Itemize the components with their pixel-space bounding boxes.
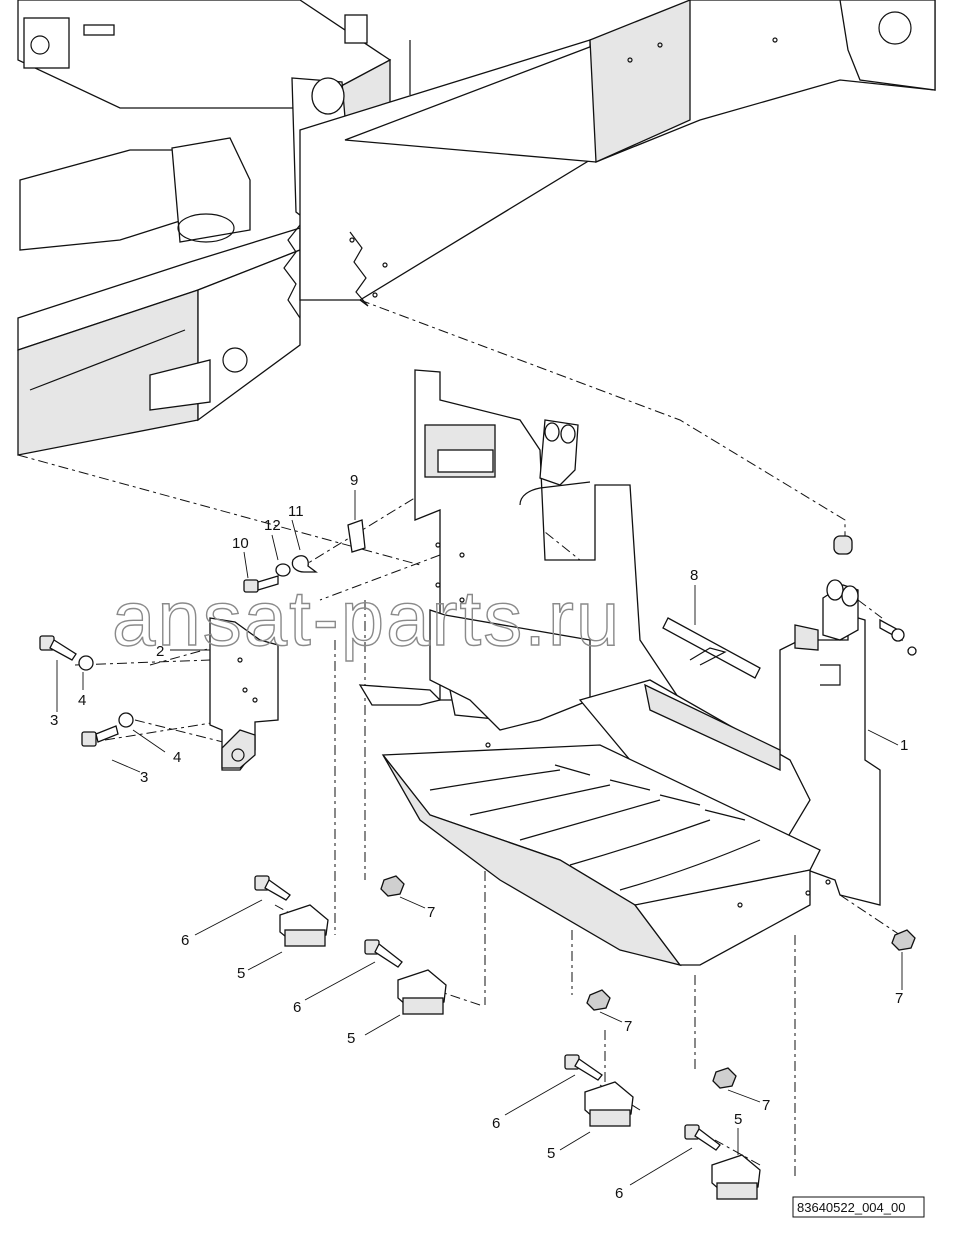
- callout-7: 7: [427, 904, 435, 921]
- reference-number: 83640522_004_00: [797, 1200, 905, 1215]
- clip-part-9: [347, 519, 366, 553]
- clamp-part-5-c: [584, 1081, 634, 1127]
- callout-3: 3: [50, 712, 58, 729]
- washer-part-12: [275, 563, 291, 577]
- callout-5: 5: [734, 1111, 742, 1128]
- clamp-part-5-d: [711, 1154, 761, 1200]
- callout-7: 7: [624, 1018, 632, 1035]
- callout-labels: 1 2 3 3 4 4 5 5 5 5 6 6 6 6 7 7 7 7 8 9 …: [50, 472, 908, 1202]
- callout-4: 4: [78, 692, 86, 709]
- washer-part-4-lower: [118, 712, 134, 728]
- clamp-part-5-b: [397, 969, 447, 1015]
- lock-part-11: [291, 555, 318, 573]
- callout-6: 6: [615, 1185, 623, 1202]
- bolt-part-3-lower: [81, 725, 119, 747]
- callout-5: 5: [237, 965, 245, 982]
- callout-7: 7: [762, 1097, 770, 1114]
- callout-1: 1: [900, 737, 908, 754]
- callout-4: 4: [173, 749, 181, 766]
- bolt-part-3-upper: [39, 635, 77, 661]
- chassis-frame: [17, 0, 936, 456]
- nut-part-7-c: [712, 1067, 737, 1089]
- callout-5: 5: [547, 1145, 555, 1162]
- assembly-lines: [17, 299, 901, 1180]
- clamp-part-5-a: [279, 904, 329, 947]
- callout-6: 6: [293, 999, 301, 1016]
- nut-part-7-a: [380, 875, 405, 897]
- leader-lines: [56, 490, 903, 1186]
- callout-9: 9: [350, 472, 358, 489]
- callout-10: 10: [232, 535, 249, 552]
- nut-part-7-d: [891, 929, 916, 951]
- carrier-basket: [358, 609, 831, 967]
- mounting-bracket-part-2: [209, 617, 279, 771]
- callout-5: 5: [347, 1030, 355, 1047]
- drawing-reference: 83640522_004_00: [792, 1196, 925, 1218]
- bolt-part-6-a: [254, 875, 291, 901]
- callout-8: 8: [690, 567, 698, 584]
- watermark: ansat-parts.ru: [112, 574, 621, 662]
- bolt-part-10: [243, 575, 279, 593]
- bracket-back-panel: [414, 369, 682, 701]
- locking-pin-part-8: [662, 617, 761, 679]
- callout-6: 6: [181, 932, 189, 949]
- nut-part-7-b: [586, 989, 611, 1011]
- side-plate-part-1: [779, 535, 917, 906]
- bolt-part-6-d: [684, 1124, 721, 1151]
- callout-12: 12: [264, 517, 281, 534]
- callout-7: 7: [895, 990, 903, 1007]
- callout-2: 2: [156, 643, 164, 660]
- washer-part-4-upper: [78, 655, 94, 671]
- callout-6: 6: [492, 1115, 500, 1132]
- hardware: [39, 519, 916, 1200]
- bolt-part-6-b: [364, 939, 403, 968]
- callout-3: 3: [140, 769, 148, 786]
- bolt-part-6-c: [564, 1054, 603, 1081]
- callout-11: 11: [288, 503, 304, 520]
